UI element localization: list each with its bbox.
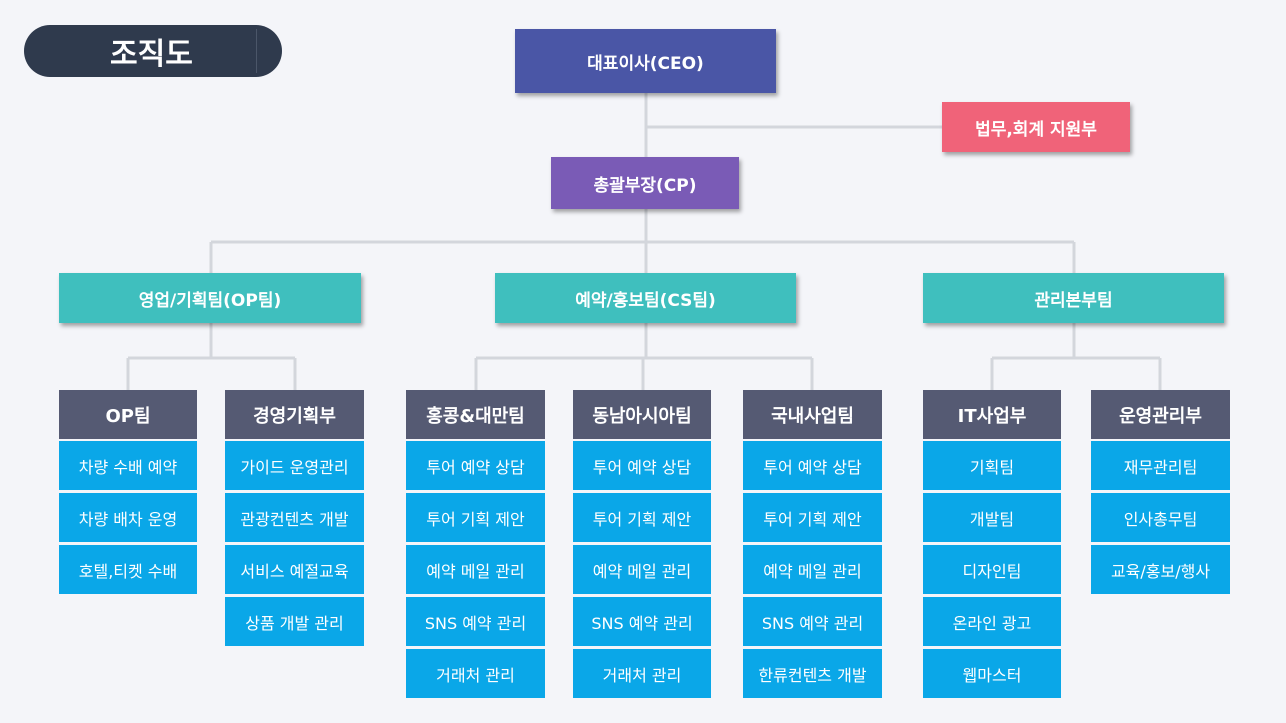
dept-op-label: 영업/기획팀(OP팀) xyxy=(138,290,282,311)
task-item: 차량 배차 운영 xyxy=(59,493,197,542)
task-item: 재무관리팀 xyxy=(1091,441,1230,490)
task-item: 차량 수배 예약 xyxy=(59,441,197,490)
task-item: 상품 개발 관리 xyxy=(225,597,364,646)
task-item: 온라인 광고 xyxy=(923,597,1061,646)
task-label: SNS 예약 관리 xyxy=(761,613,864,633)
page-title-text: 조직도 xyxy=(110,37,193,72)
task-label: 디자인팀 xyxy=(962,561,1022,581)
task-label: 웹마스터 xyxy=(962,665,1022,685)
team-domestic: 국내사업팀 xyxy=(743,390,882,439)
task-label: SNS 예약 관리 xyxy=(591,613,693,633)
team-label: 국내사업팀 xyxy=(771,405,854,427)
task-label: 투어 예약 상담 xyxy=(592,457,692,477)
task-label: 인사총무팀 xyxy=(1123,509,1198,529)
task-label: 예약 메일 관리 xyxy=(763,561,862,581)
task-label: 교육/홍보/행사 xyxy=(1110,561,1211,581)
task-label: 차량 수배 예약 xyxy=(78,457,178,477)
cp-label: 총괄부장(CP) xyxy=(593,175,697,196)
team-label: 홍콩&대만팀 xyxy=(426,405,525,427)
task-label: 거래처 관리 xyxy=(436,665,515,685)
task-label: 상품 개발 관리 xyxy=(245,613,344,633)
task-item: 예약 메일 관리 xyxy=(573,545,711,594)
task-item: 디자인팀 xyxy=(923,545,1061,594)
ceo-label: 대표이사(CEO) xyxy=(587,53,704,74)
team-southeast-asia: 동남아시아팀 xyxy=(573,390,711,439)
task-label: 서비스 예절교육 xyxy=(240,561,349,581)
dept-cs-label: 예약/홍보팀(CS팀) xyxy=(575,290,716,311)
task-item: 거래처 관리 xyxy=(406,649,545,698)
task-label: SNS 예약 관리 xyxy=(424,613,527,633)
cp-box: 총괄부장(CP) xyxy=(551,157,739,209)
task-item: 투어 예약 상담 xyxy=(406,441,545,490)
task-label: 재무관리팀 xyxy=(1123,457,1198,477)
task-item: 거래처 관리 xyxy=(573,649,711,698)
task-item: 웹마스터 xyxy=(923,649,1061,698)
task-label: 차량 배차 운영 xyxy=(78,509,178,529)
task-item: 관광컨텐츠 개발 xyxy=(225,493,364,542)
title-divider xyxy=(256,29,257,73)
task-label: 투어 예약 상담 xyxy=(763,457,862,477)
team-hk-taiwan: 홍콩&대만팀 xyxy=(406,390,545,439)
team-label: 운영관리부 xyxy=(1119,405,1202,427)
task-item: 인사총무팀 xyxy=(1091,493,1230,542)
task-item: 투어 기획 제안 xyxy=(573,493,711,542)
team-op: OP팀 xyxy=(59,390,197,439)
task-item: 기획팀 xyxy=(923,441,1061,490)
task-item: 투어 예약 상담 xyxy=(743,441,882,490)
dept-management: 관리본부팀 xyxy=(923,273,1224,323)
task-label: 투어 예약 상담 xyxy=(426,457,525,477)
team-it: IT사업부 xyxy=(923,390,1061,439)
task-item: 서비스 예절교육 xyxy=(225,545,364,594)
dept-op: 영업/기획팀(OP팀) xyxy=(59,273,361,323)
task-label: 투어 기획 제안 xyxy=(592,509,692,529)
dept-management-label: 관리본부팀 xyxy=(1034,290,1113,311)
task-label: 관광컨텐츠 개발 xyxy=(240,509,349,529)
page-title: 조직도 xyxy=(24,25,282,77)
team-operations: 운영관리부 xyxy=(1091,390,1230,439)
team-label: 경영기획부 xyxy=(253,405,336,427)
team-label: OP팀 xyxy=(105,405,151,427)
task-label: 투어 기획 제안 xyxy=(426,509,525,529)
task-item: SNS 예약 관리 xyxy=(743,597,882,646)
team-label: 동남아시아팀 xyxy=(592,405,692,427)
task-item: 가이드 운영관리 xyxy=(225,441,364,490)
task-item: 투어 예약 상담 xyxy=(573,441,711,490)
task-item: 예약 메일 관리 xyxy=(743,545,882,594)
task-item: 교육/홍보/행사 xyxy=(1091,545,1230,594)
task-label: 예약 메일 관리 xyxy=(592,561,692,581)
task-label: 예약 메일 관리 xyxy=(426,561,525,581)
task-item: 호텔,티켓 수배 xyxy=(59,545,197,594)
task-label: 한류컨텐츠 개발 xyxy=(758,665,867,685)
task-item: 예약 메일 관리 xyxy=(406,545,545,594)
ceo-box: 대표이사(CEO) xyxy=(515,29,776,93)
task-item: 개발팀 xyxy=(923,493,1061,542)
task-item: 한류컨텐츠 개발 xyxy=(743,649,882,698)
task-label: 기획팀 xyxy=(969,457,1015,477)
task-item: 투어 기획 제안 xyxy=(743,493,882,542)
task-label: 가이드 운영관리 xyxy=(240,457,349,477)
dept-cs: 예약/홍보팀(CS팀) xyxy=(495,273,796,323)
team-management-planning: 경영기획부 xyxy=(225,390,364,439)
task-item: 투어 기획 제안 xyxy=(406,493,545,542)
task-label: 온라인 광고 xyxy=(952,613,1032,633)
task-label: 거래처 관리 xyxy=(602,665,682,685)
legal-support-label: 법무,회계 지원부 xyxy=(975,119,1097,140)
task-label: 개발팀 xyxy=(969,509,1015,529)
task-item: SNS 예약 관리 xyxy=(573,597,711,646)
task-label: 투어 기획 제안 xyxy=(763,509,862,529)
task-label: 호텔,티켓 수배 xyxy=(78,561,178,581)
legal-support-box: 법무,회계 지원부 xyxy=(942,102,1130,152)
task-item: SNS 예약 관리 xyxy=(406,597,545,646)
team-label: IT사업부 xyxy=(957,405,1027,427)
